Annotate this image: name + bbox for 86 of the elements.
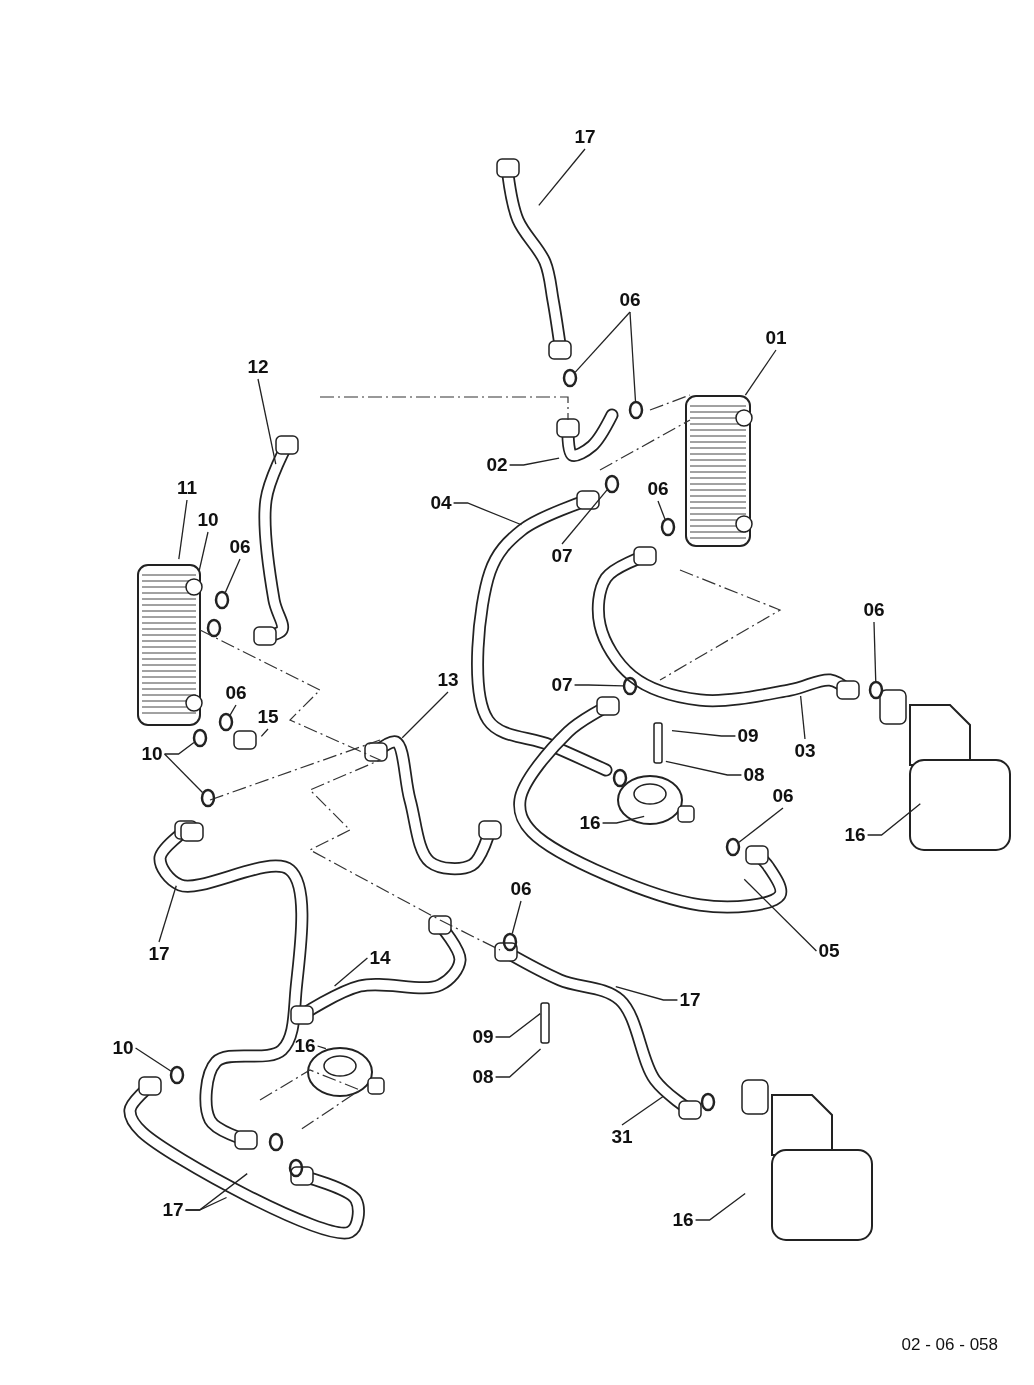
o-ring (660, 517, 676, 537)
leader-line (671, 730, 737, 737)
callout-number: 06 (225, 683, 247, 703)
o-ring (604, 474, 620, 494)
callout-number: 16 (844, 825, 866, 845)
leader-line (158, 885, 177, 943)
o-ring (218, 712, 234, 732)
leader-line (178, 499, 188, 560)
callout-number: 06 (863, 600, 885, 620)
callout-number: 16 (672, 1210, 694, 1230)
callout-number: 04 (430, 493, 452, 513)
drawing-number: 02 - 06 - 058 (901, 1335, 998, 1355)
leader-line (260, 728, 269, 737)
o-ring (502, 932, 518, 952)
callout-number: 03 (794, 741, 816, 761)
callout-number: 17 (574, 127, 596, 147)
leader-line (508, 457, 560, 466)
o-ring (562, 368, 578, 388)
o-ring (192, 728, 208, 748)
callout-number: 17 (148, 944, 170, 964)
callout-number: 11 (176, 478, 198, 498)
leader-line (799, 695, 806, 740)
callout-number: 09 (737, 726, 759, 746)
callout-number: 07 (551, 675, 573, 695)
leader-line (333, 957, 369, 987)
o-ring (214, 590, 230, 610)
leader-line (621, 1095, 664, 1126)
callout-number: 08 (743, 765, 765, 785)
leader-line (573, 684, 624, 687)
callout-number: 12 (247, 357, 269, 377)
leader-line (538, 148, 586, 206)
callout-number: 31 (611, 1127, 633, 1147)
callout-number: 13 (437, 670, 459, 690)
leader-line (574, 311, 631, 373)
o-ring (628, 400, 644, 420)
leader-line (629, 311, 637, 402)
callout-number: 10 (112, 1038, 134, 1058)
callout-number: 06 (772, 786, 794, 806)
callout-number: 10 (197, 510, 219, 530)
o-ring (622, 676, 638, 696)
callout-number: 02 (486, 455, 508, 475)
leader-line (316, 1045, 327, 1050)
leader-line (601, 815, 645, 824)
leader-line (163, 753, 204, 794)
callout-number: 17 (162, 1200, 184, 1220)
leader-line (198, 531, 209, 571)
leader-line (494, 1048, 542, 1078)
o-ring (725, 837, 741, 857)
leader-line (511, 900, 522, 935)
leader-line (615, 985, 679, 1001)
callout-number: 16 (579, 813, 601, 833)
leader-line (866, 803, 921, 836)
o-ring (200, 788, 216, 808)
leader-line (738, 807, 784, 843)
leader-line (257, 378, 277, 465)
callout-number: 14 (369, 948, 391, 968)
callout-number: 05 (818, 941, 840, 961)
callout-number: 17 (679, 990, 701, 1010)
leader-line (494, 1013, 541, 1038)
o-ring (169, 1065, 185, 1085)
callout-number: 06 (619, 290, 641, 310)
callout-number: 15 (257, 707, 279, 727)
callout-number: 06 (229, 537, 251, 557)
leader-line (665, 760, 743, 776)
leader-line (229, 704, 237, 716)
callout-number: 08 (472, 1067, 494, 1087)
leader-line (561, 489, 608, 545)
callout-number: 01 (765, 328, 787, 348)
leader-line (163, 741, 195, 755)
leader-line (401, 691, 449, 739)
callout-number: 16 (294, 1036, 316, 1056)
leader-line (184, 1173, 248, 1211)
leader-line (873, 621, 877, 682)
leader-line (743, 878, 818, 952)
leader-line (224, 558, 241, 593)
callout-number: 06 (510, 879, 532, 899)
callout-number: 10 (141, 744, 163, 764)
callout-number: 06 (647, 479, 669, 499)
leader-line (452, 502, 523, 526)
callout-number: 09 (472, 1027, 494, 1047)
leader-line (694, 1192, 746, 1221)
leader-line (657, 500, 666, 520)
leader-line (744, 349, 777, 396)
o-ring (868, 680, 884, 700)
callout-number: 07 (551, 546, 573, 566)
leader-line (134, 1047, 172, 1072)
